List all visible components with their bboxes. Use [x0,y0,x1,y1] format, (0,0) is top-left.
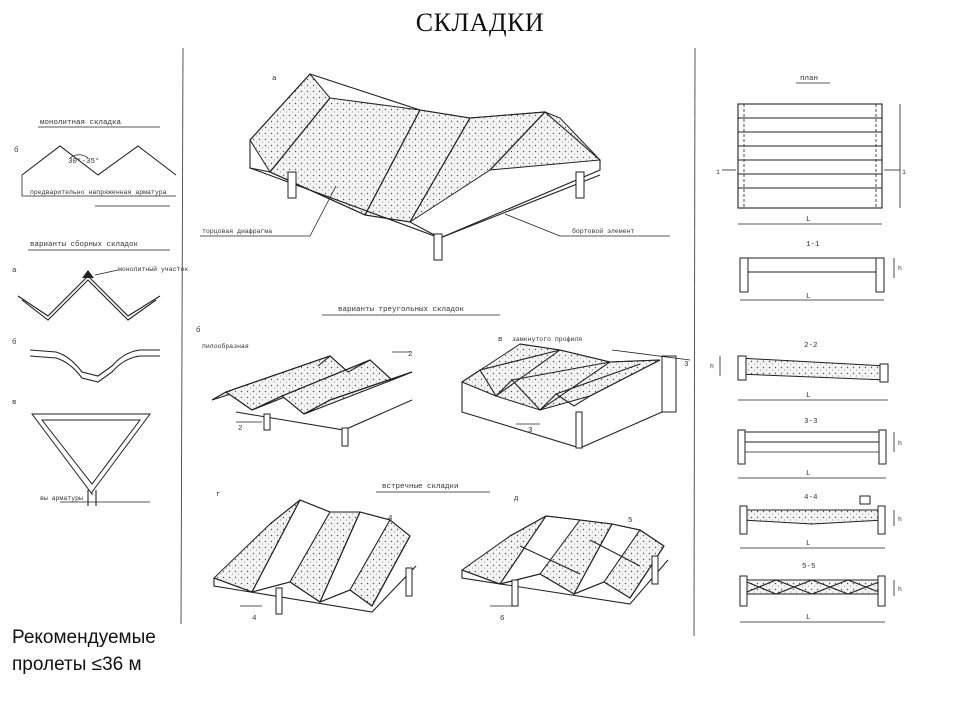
svg-text:5: 5 [628,517,633,525]
section-22-label: 2-2 [804,342,818,350]
svg-text:б: б [12,338,17,347]
rebar-exits-label: вы арматуры [40,495,83,502]
recommended-spans-caption: Рекомендуемые пролеты ≤36 м [12,624,192,678]
section-1-1: 1-1 L h [739,241,902,301]
end-diaphragm-label: торцовая диафрагма [202,228,272,235]
section-3-3: 3-3 L h [737,418,902,479]
svg-text:а: а [272,75,277,83]
svg-text:L: L [806,392,811,400]
section-11-label: 1-1 [806,241,820,249]
svg-text:1: 1 [716,169,720,176]
svg-text:4: 4 [252,615,257,623]
section-2-2: 2-2 L h [710,342,889,401]
svg-text:а: а [12,267,17,275]
monolithic-area-label: монолитный участок [118,265,188,273]
plan-view: план 1 1 L [716,75,906,225]
counter-heading: встречные складки [382,483,459,491]
svg-text:L: L [806,540,811,548]
section-55-label: 5-5 [802,563,816,571]
svg-text:h: h [710,363,714,370]
svg-text:L: L [806,470,811,478]
divider-right [693,47,696,637]
svg-text:б: б [196,326,201,335]
svg-text:г: г [216,491,221,499]
prefab-fold-variants: варианты сборных складок а монолитный уч… [12,240,188,506]
prefab-heading: варианты сборных складок [30,240,139,249]
svg-text:L: L [806,293,811,301]
svg-text:3: 3 [684,361,689,369]
svg-text:д: д [514,495,519,503]
angle-label: 30°-35° [68,157,100,166]
svg-text:h: h [898,586,902,593]
prestressed-label: предварительно напряженная арматура [30,189,167,196]
monolithic-heading: монолитная складка [40,119,122,127]
svg-text:1: 1 [902,169,906,176]
section-4-4: 4-4 L h [739,494,902,549]
svg-text:в: в [498,336,503,344]
svg-text:3: 3 [528,427,533,435]
section-44-label: 4-4 [804,494,818,502]
main-folded-roof: а торцовая диафрагма [200,73,670,261]
svg-text:h: h [898,516,902,523]
svg-text:2: 2 [238,425,243,433]
svg-text:L: L [806,216,811,224]
section-33-label: 3-3 [804,418,818,426]
closed-span-label: замкнутого профиля [512,336,582,343]
svg-text:6: 6 [500,615,505,623]
svg-text:h: h [898,440,902,447]
edge-element-label: бортовой элемент [572,227,635,235]
monolithic-fold-detail: монолитная складка б 30°-35° предварител… [14,119,177,207]
svg-text:4: 4 [388,515,393,523]
counter-fold-right: д 6 5 [460,495,669,623]
slide-title: СКЛАДКИ [415,8,545,37]
triangular-heading: варианты треугольных складок [338,306,465,314]
svg-text:б: б [14,146,19,155]
sawtooth-fold: б пилообразная 2 2 [196,326,413,447]
caption-line-1: Рекомендуемые [12,627,156,648]
svg-text:2: 2 [408,351,413,359]
plan-heading: план [800,75,818,83]
svg-text:L: L [806,614,811,622]
svg-text:в: в [12,399,17,407]
divider-left [180,47,184,625]
section-5-5: 5-5 L h [739,563,902,623]
svg-text:h: h [898,265,902,272]
caption-line-2: пролеты ≤36 м [12,654,142,675]
counter-fold-left: г 4 4 [213,491,417,623]
closed-profile-fold: в замкнутого профиля 3 3 [460,336,691,449]
sawtooth-label: пилообразная [202,342,249,350]
